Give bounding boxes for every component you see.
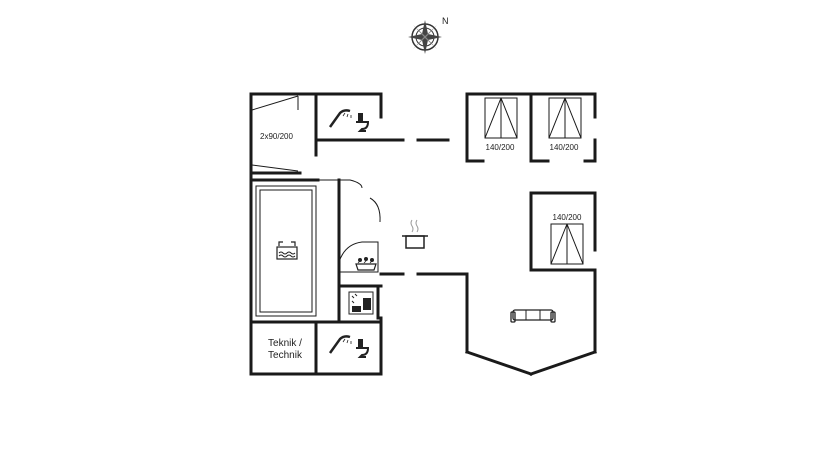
bed-label-bunk: 2x90/200: [260, 132, 293, 141]
pool: [255, 185, 317, 317]
bed-c: [550, 223, 584, 265]
cooking-pot-icon: [402, 219, 428, 249]
door-swings-left: [251, 95, 381, 273]
compass-rose-icon: [408, 20, 442, 54]
bed-label-room-c: 140/200: [553, 213, 582, 222]
bed-label-room-a: 140/200: [486, 143, 515, 152]
bed-label-room-b: 140/200: [550, 143, 579, 152]
sauna-icon: [348, 291, 374, 315]
technical-room-label-line1: Teknik /: [268, 338, 302, 349]
technical-room-label-line2: Technik: [268, 350, 303, 361]
pool-icon: [276, 241, 298, 260]
bed-a: [484, 97, 518, 139]
bed-b: [548, 97, 582, 139]
shower-toilet-icon: [328, 335, 370, 358]
shower-toilet-icon: [328, 109, 370, 132]
north-label: N: [442, 16, 449, 26]
sofa-icon: [510, 309, 556, 323]
spa-icon: [355, 257, 377, 271]
walls-left-block: [249, 92, 469, 376]
walls-right-block: [465, 92, 597, 376]
